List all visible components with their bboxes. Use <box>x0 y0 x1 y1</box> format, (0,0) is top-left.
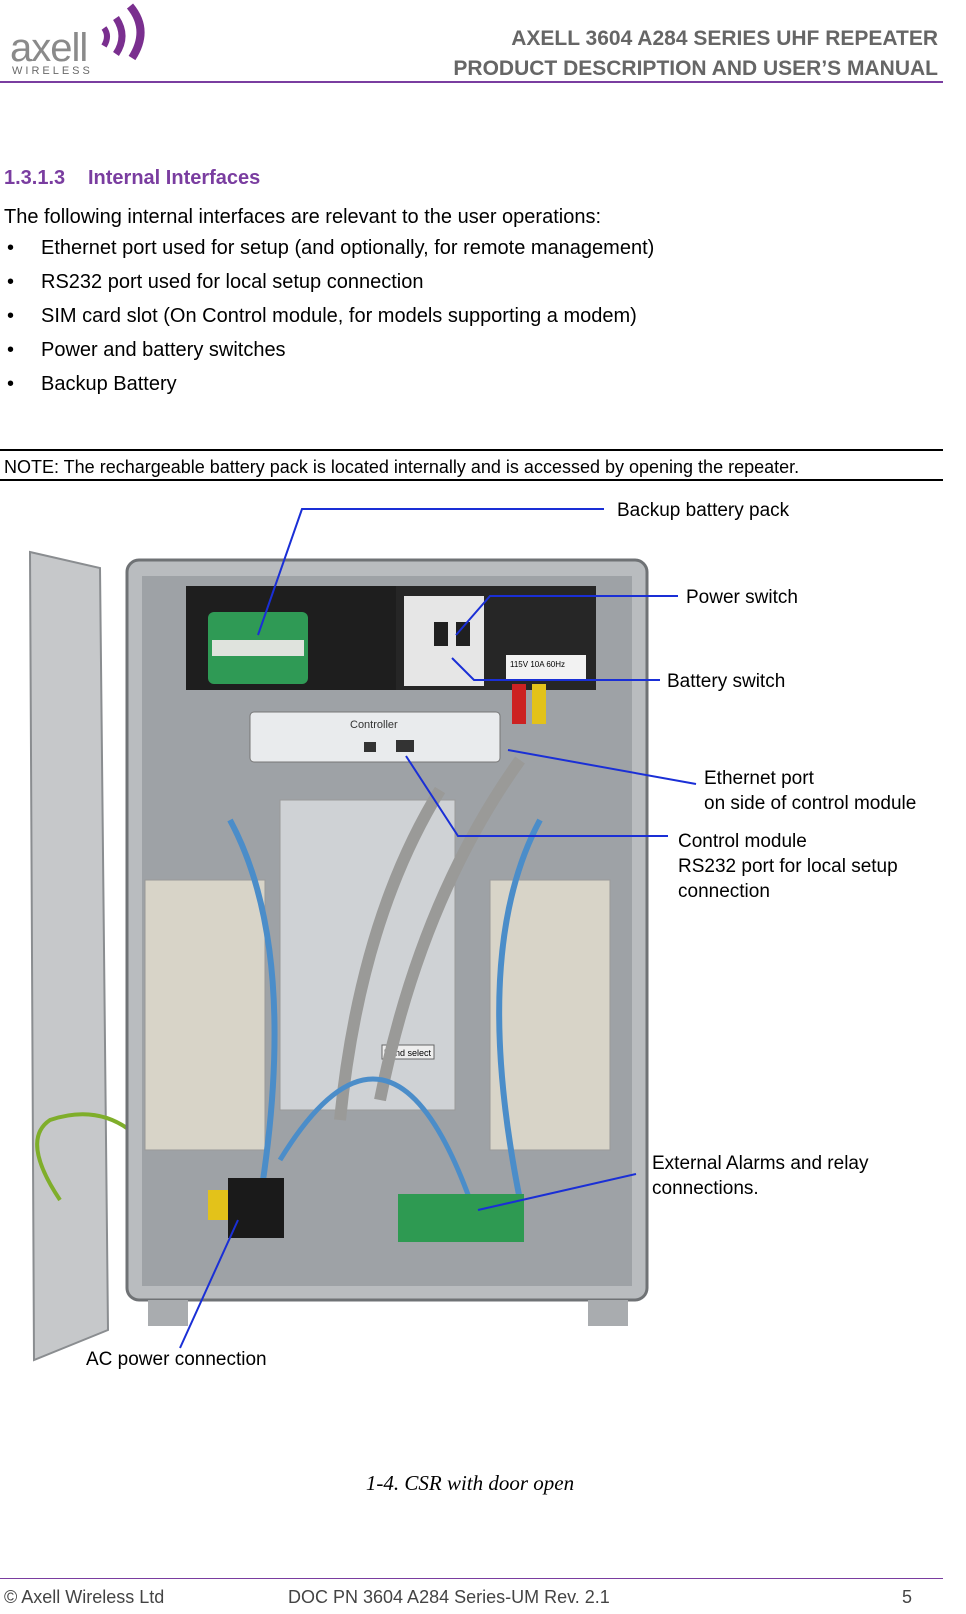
callout-alarms-1: External Alarms and relay <box>652 1153 869 1174</box>
enclosure-foot-right <box>588 1300 628 1326</box>
footer-copyright: © Axell Wireless Ltd <box>4 1587 165 1607</box>
enclosure-door <box>28 550 110 1362</box>
rf-module-left <box>144 879 266 1151</box>
battery-strap <box>212 640 304 656</box>
logo-wordmark: axell <box>10 26 88 70</box>
note-box: NOTE: The rechargeable battery pack is l… <box>0 449 943 481</box>
callout-backup-battery: Backup battery pack <box>617 500 790 521</box>
enclosure-foot-left <box>148 1300 188 1326</box>
callout-power-switch: Power switch <box>686 587 798 608</box>
callout-control-2: RS232 port for local setup <box>678 856 898 877</box>
title-line-2: PRODUCT DESCRIPTION AND USER’S MANUAL <box>453 57 938 80</box>
callout-ethernet-2: on side of control module <box>704 793 916 814</box>
yellow-connector <box>532 684 546 724</box>
rf-cable <box>227 818 278 1201</box>
list-item: Ethernet port used for setup (and option… <box>4 237 654 271</box>
usb-port <box>364 742 376 752</box>
page-header: axell WIRELESS AXELL 3604 A284 SERIES UH… <box>0 0 966 84</box>
callout-lines <box>179 508 697 1349</box>
callout-control-1: Control module <box>678 831 807 852</box>
callout-control-3: connection <box>678 881 770 902</box>
ac-terminal-block <box>228 1178 284 1238</box>
controller-label: Controller <box>350 719 398 731</box>
section-heading: 1.3.1.3 Internal Interfaces <box>4 167 260 190</box>
intro-paragraph: The following internal interfaces are re… <box>4 206 602 228</box>
callout-line-battery-switch <box>451 657 660 681</box>
power-switch <box>434 622 448 646</box>
section-title: Internal Interfaces <box>88 167 261 189</box>
callout-line-ethernet <box>507 749 697 785</box>
axell-logo: axell WIRELESS <box>6 2 156 78</box>
callout-battery-switch: Battery switch <box>667 671 785 692</box>
callout-line-battery <box>257 508 604 636</box>
list-item: Power and battery switches <box>4 339 654 373</box>
footer-doc-number: DOC PN 3604 A284 Series-UM Rev. 2.1 <box>288 1587 610 1607</box>
alarm-terminal-block <box>398 1194 524 1242</box>
ground-wire <box>35 1112 152 1202</box>
controller-module <box>249 711 501 763</box>
callout-alarms-2: connections. <box>652 1178 759 1199</box>
gray-cable <box>374 756 525 1102</box>
document-title: AXELL 3604 A284 SERIES UHF REPEATER PROD… <box>453 24 938 84</box>
interfaces-list: Ethernet port used for setup (and option… <box>4 237 654 407</box>
footer-rule <box>0 1578 943 1579</box>
rf-module-right <box>489 879 611 1151</box>
callout-line-rs232 <box>405 755 668 837</box>
repeater-figure: 115V 10A 60Hz Controller Band select Bac… <box>28 500 916 1370</box>
gray-cable <box>334 786 446 1121</box>
battery-switch <box>456 622 470 646</box>
list-item: RS232 port used for local setup connecti… <box>4 271 654 305</box>
header-rule <box>0 81 943 83</box>
logo-waves-icon <box>101 3 145 61</box>
rf-cable <box>496 818 543 1201</box>
figure-caption: 1-4. CSR with door open <box>365 1471 575 1495</box>
footer-page-number: 5 <box>902 1587 913 1607</box>
callout-ac-power: AC power connection <box>86 1349 267 1370</box>
rf-cable <box>277 1076 473 1201</box>
title-line-1: AXELL 3604 A284 SERIES UHF REPEATER <box>511 27 938 50</box>
rating-plate <box>506 655 586 679</box>
list-item: SIM card slot (On Control module, for mo… <box>4 305 654 339</box>
callout-ethernet-1: Ethernet port <box>704 768 815 789</box>
callout-line-power <box>455 595 678 636</box>
band-select-label: Band select <box>384 1048 432 1058</box>
callout-line-ac <box>179 1219 239 1349</box>
rs232-port <box>396 740 414 752</box>
switch-rating-text: 115V 10A 60Hz <box>510 660 565 669</box>
red-connector <box>512 684 526 724</box>
callout-line-alarms <box>477 1173 637 1211</box>
section-number: 1.3.1.3 <box>4 167 66 189</box>
logo-subtitle: WIRELESS <box>12 65 93 77</box>
yellow-label <box>208 1190 228 1220</box>
list-item: Backup Battery <box>4 373 654 407</box>
